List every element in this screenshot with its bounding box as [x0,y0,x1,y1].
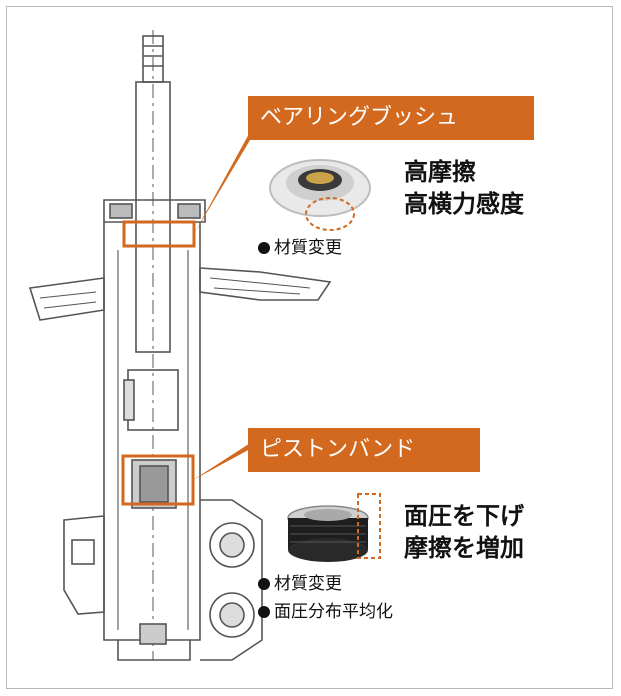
bearing-effect-1: 高摩擦 [404,158,476,186]
bearing-note-1: 材質変更 [258,238,342,258]
upper-mount [103,199,206,223]
bearing-dashed-highlight [305,197,355,231]
bullet-icon [258,606,270,618]
spring-seat-right [199,267,332,301]
bearing-bush-label: ベアリングブッシュ [248,96,534,140]
piston-callout-pointer [193,438,262,480]
piston-effects: 面圧を下げ 摩擦を増加 [404,500,524,565]
piston-band-label: ピストンバンド [248,428,480,472]
bearing-effects: 高摩擦 高横力感度 [404,156,524,221]
bullet-icon [258,242,270,254]
piston-note-2: 面圧分布平均化 [258,602,393,622]
piston-note-text-2: 面圧分布平均化 [274,602,393,622]
bearing-highlight-box [122,220,196,248]
strut-assembly [28,30,332,661]
piston-effect-1: 面圧を下げ [404,502,524,530]
bearing-bush-photo [269,159,371,231]
left-bracket [63,515,105,615]
bearing-effect-2: 高横力感度 [404,190,524,219]
piston-note-1: 材質変更 [258,574,342,594]
piston-note-text-1: 材質変更 [274,574,342,594]
bottom-cap [117,640,191,661]
piston-dashed-highlight [357,493,381,559]
spring-seat-left [28,277,105,321]
knuckle-bracket [200,499,263,661]
bearing-note-text: 材質変更 [274,238,342,258]
piston-rod [135,81,171,353]
bullet-icon [258,578,270,590]
piston-band-photo [287,493,381,562]
piston-effect-2: 摩擦を増加 [404,534,524,563]
